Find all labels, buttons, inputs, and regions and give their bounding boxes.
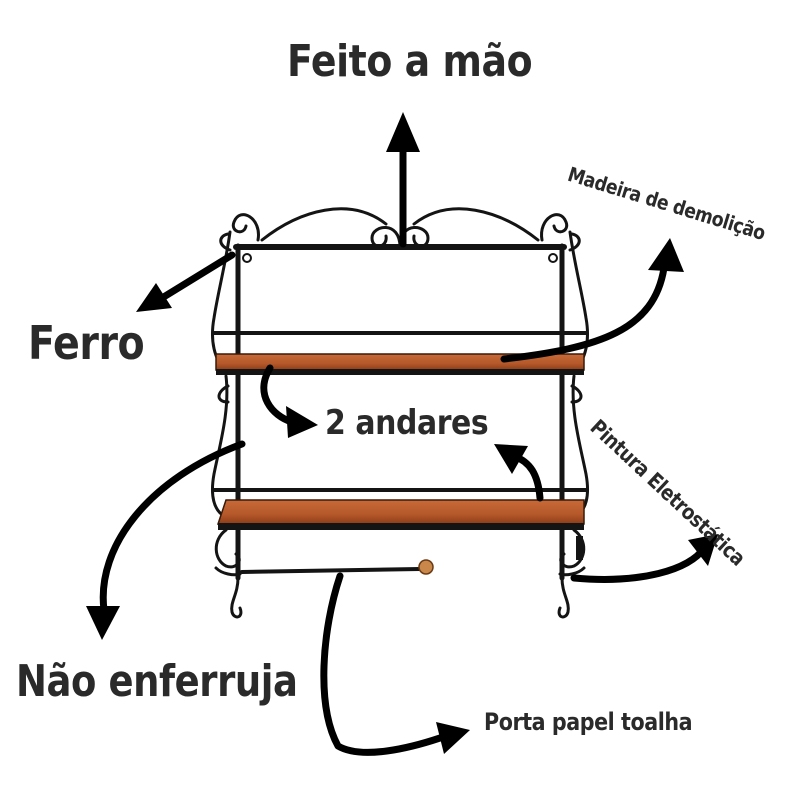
arrow-porta-papel bbox=[320, 572, 470, 756]
arrow-andares-right bbox=[494, 444, 544, 502]
arrow-feito-a-mao bbox=[386, 112, 420, 248]
arrow-madeira bbox=[500, 238, 684, 363]
arrow-andares-left bbox=[260, 364, 318, 438]
label-ferro: Ferro bbox=[28, 316, 145, 370]
arrow-ferro bbox=[136, 251, 236, 312]
upper-shelf bbox=[215, 353, 585, 375]
arrow-nao-enferruja bbox=[86, 440, 246, 640]
lower-shelf bbox=[216, 499, 585, 530]
label-feito-a-mao: Feito a mão bbox=[287, 36, 533, 87]
label-dois-andares: 2 andares bbox=[325, 403, 489, 443]
label-nao-enferruja: Não enferruja bbox=[16, 656, 298, 707]
towel-holder-knob bbox=[418, 559, 434, 575]
label-porta-papel: Porta papel toalha bbox=[484, 708, 693, 736]
annotation-arrows bbox=[86, 112, 718, 756]
arrow-pintura bbox=[570, 534, 718, 583]
